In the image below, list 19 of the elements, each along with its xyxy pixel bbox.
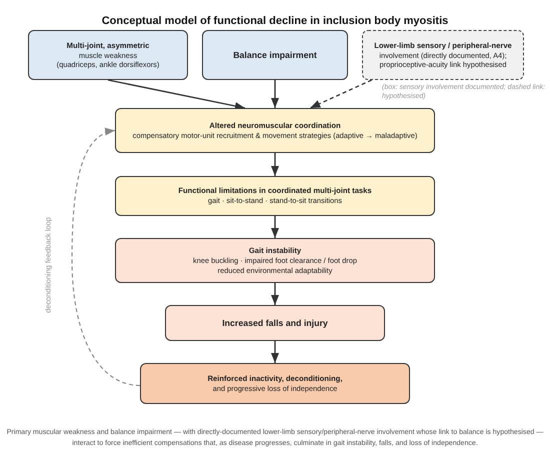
arrow (271, 283, 279, 305)
process-box (202, 30, 348, 80)
box-title: Increased falls and injury (222, 318, 328, 328)
process-box (115, 108, 435, 153)
process-box (28, 30, 188, 80)
box-title: Balance impairment (233, 50, 317, 60)
arrow (271, 216, 279, 238)
process-box (115, 238, 435, 283)
hypothesis-box (362, 30, 524, 80)
diagram-title: Conceptual model of functional decline in inclusion body myositis (100, 14, 450, 28)
process-box (115, 176, 435, 216)
process-box (165, 305, 385, 341)
dashed-arrow (310, 79, 372, 109)
arrow (108, 79, 246, 110)
arrow (271, 153, 279, 176)
dashed-arrow (71, 128, 140, 386)
outcome-box (140, 363, 410, 404)
arrow (271, 80, 279, 108)
arrow (271, 341, 279, 363)
